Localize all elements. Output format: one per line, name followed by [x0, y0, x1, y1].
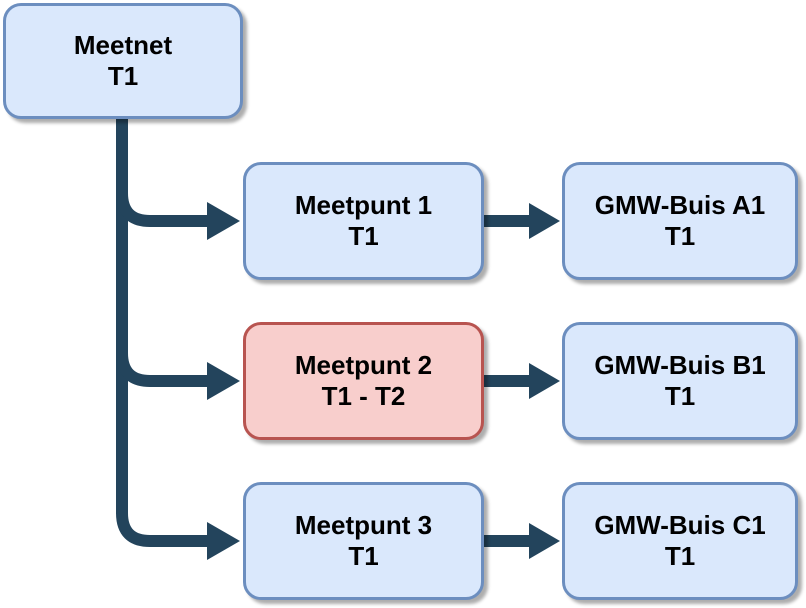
arrowhead-icon	[529, 203, 560, 239]
node-meetpunt-2: Meetpunt 2 T1 - T2	[243, 322, 484, 440]
node-label-line1: Meetpunt 2	[294, 350, 433, 380]
node-gmw-buis-a1: GMW-Buis A1 T1	[562, 162, 798, 280]
arrowhead-icon	[207, 522, 240, 560]
arrowhead-icon	[207, 362, 240, 400]
node-label-line2: T1	[664, 541, 696, 571]
node-label-line1: GMW-Buis B1	[594, 350, 766, 380]
node-label-line1: Meetpunt 1	[294, 190, 433, 220]
node-gmw-buis-b1: GMW-Buis B1 T1	[562, 322, 798, 440]
node-gmw-buis-c1: GMW-Buis C1 T1	[562, 482, 798, 600]
node-label-line2: T1 - T2	[321, 381, 406, 411]
node-label-line1: GMW-Buis A1	[594, 190, 766, 220]
node-label-line2: T1	[348, 221, 379, 251]
arrowhead-icon	[529, 523, 560, 559]
node-label-line1: GMW-Buis C1	[594, 510, 766, 540]
connector-branch-meetpunt-2	[116, 352, 209, 387]
node-label-line2: T1	[664, 221, 696, 251]
node-label-line2: T1	[664, 381, 696, 411]
node-label-line2: T1	[107, 61, 139, 91]
node-meetpunt-1: Meetpunt 1 T1	[243, 162, 484, 280]
connector-branch-meetpunt-3	[116, 512, 209, 547]
node-label-line2: T1	[348, 541, 379, 571]
node-label-line1: Meetnet	[73, 30, 173, 60]
node-label-line1: Meetpunt 3	[294, 510, 433, 540]
connector-branch-meetpunt-1	[116, 192, 209, 227]
arrowhead-icon	[529, 363, 560, 399]
arrowhead-icon	[207, 202, 240, 240]
node-meetnet: Meetnet T1	[3, 3, 243, 119]
node-meetpunt-3: Meetpunt 3 T1	[243, 482, 484, 600]
